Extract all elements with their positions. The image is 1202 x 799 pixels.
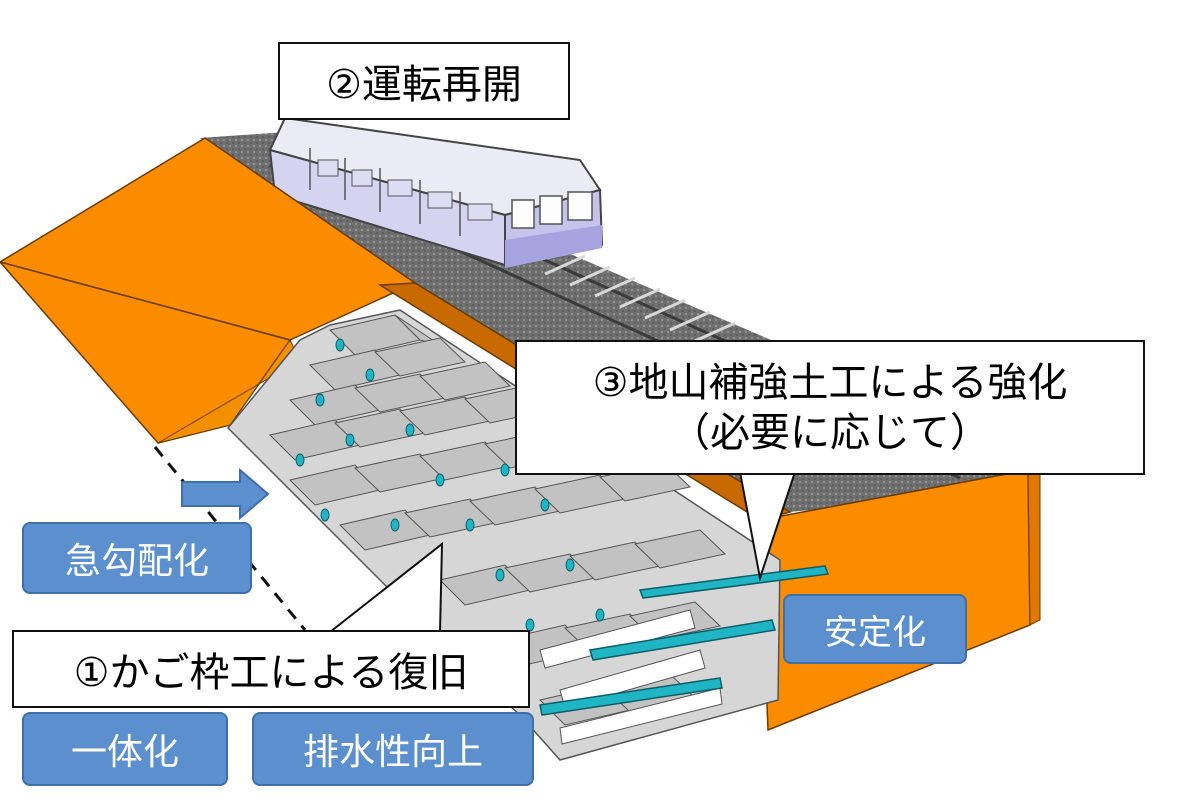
tag-drainage: 排水性向上 bbox=[252, 712, 534, 786]
callout-resume-operation: ②運転再開 bbox=[278, 42, 570, 120]
tag-steepening: 急勾配化 bbox=[22, 522, 252, 594]
tag-stabilization-label: 安定化 bbox=[824, 612, 926, 653]
callout-resume-operation-text: ②運転再開 bbox=[326, 62, 522, 108]
callout-soil-reinforcement: ③地山補強土工による強化 （必要に応じて） bbox=[515, 340, 1145, 475]
tag-drainage-label: 排水性向上 bbox=[302, 732, 483, 773]
tag-steepening-label: 急勾配化 bbox=[64, 541, 209, 582]
tag-integration-label: 一体化 bbox=[70, 732, 179, 773]
tag-integration: 一体化 bbox=[22, 712, 228, 786]
callout-soil-reinforcement-line1: ③地山補強土工による強化 bbox=[592, 359, 1068, 406]
tag-stabilization: 安定化 bbox=[783, 594, 967, 664]
steepening-arrow-icon bbox=[181, 467, 270, 521]
soil-nails bbox=[539, 565, 830, 716]
train bbox=[268, 116, 604, 268]
callout-soil-reinforcement-line2: （必要に応じて） bbox=[669, 409, 990, 456]
callout-gabion-restoration-text: ①かご枠工による復旧 bbox=[73, 650, 469, 696]
original-slope-line bbox=[153, 446, 307, 631]
callout-gabion-restoration: ①かご枠工による復旧 bbox=[12, 630, 530, 708]
